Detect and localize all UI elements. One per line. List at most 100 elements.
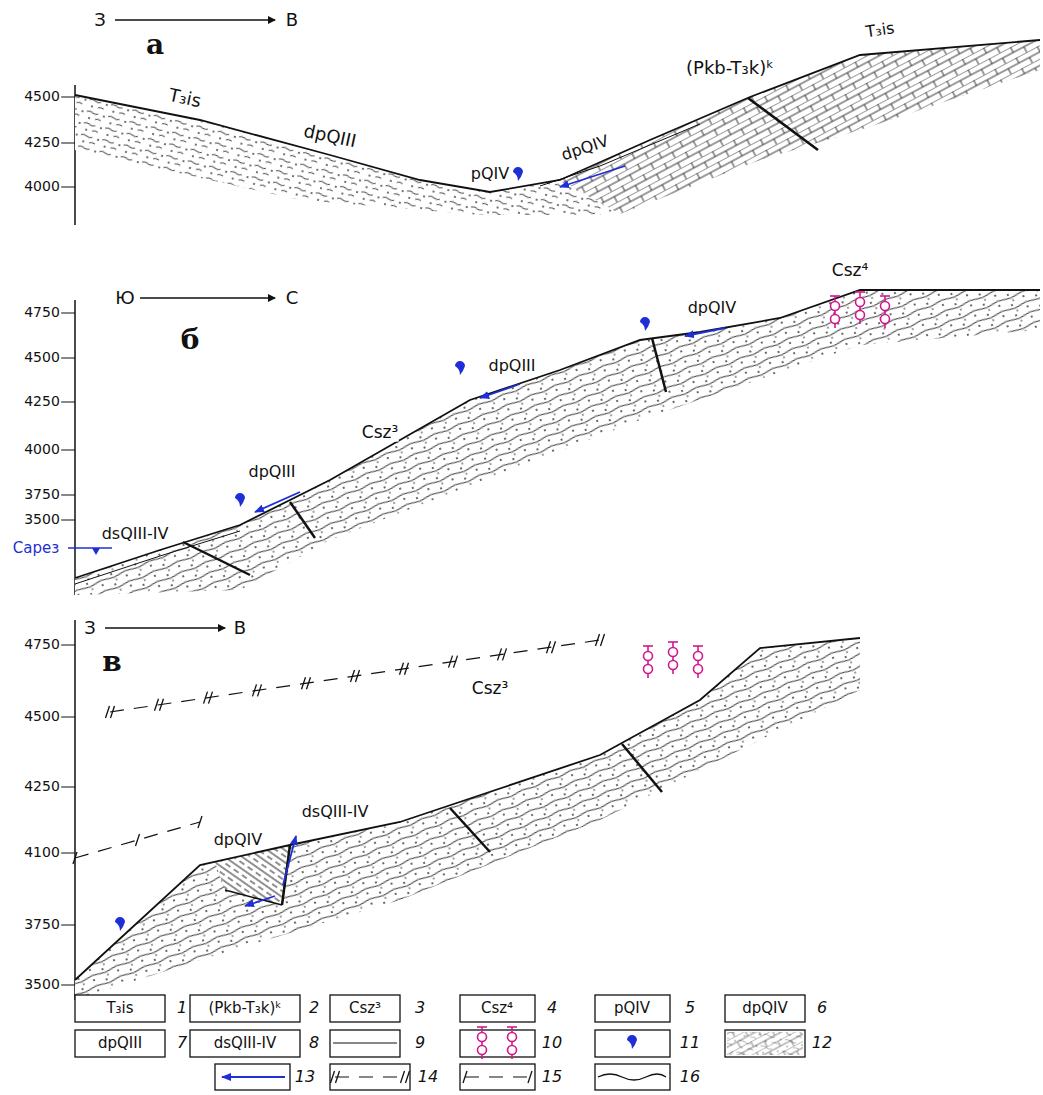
section-label: З	[93, 10, 107, 30]
boundary-tick	[454, 656, 458, 668]
legend-number: 6	[816, 999, 828, 1017]
section-b	[60, 290, 1040, 595]
boundary-tick	[111, 706, 115, 718]
flow-arrow	[480, 384, 520, 398]
section-label: 4250	[23, 135, 61, 150]
mineral-symbol	[644, 665, 653, 674]
section-label: dpQIII	[487, 357, 536, 375]
boundary-tick	[209, 692, 213, 704]
section-label: 3750	[23, 487, 61, 502]
boundary-tick	[405, 663, 409, 675]
flow-arrow	[245, 896, 275, 906]
boundary-tick	[302, 677, 306, 689]
boundary-tick	[596, 634, 600, 646]
boundary-tick	[307, 677, 311, 689]
section-a	[60, 20, 1040, 225]
mineral-symbol	[856, 311, 865, 320]
mineral-symbol	[830, 295, 840, 297]
boundary-tick	[351, 670, 355, 682]
section-label: (Pkb-T₃k)ᵏ	[685, 58, 775, 78]
mineral-symbol	[669, 648, 678, 657]
section-label: 4750	[23, 305, 61, 320]
mineral-symbol	[831, 315, 840, 324]
flow-arrow	[685, 328, 725, 336]
boundary-tick	[547, 641, 551, 653]
boundary-tick	[601, 634, 605, 646]
legend-number: 7	[176, 1034, 188, 1052]
section-label: Csz³	[471, 679, 509, 698]
section-label: 4500	[23, 89, 61, 104]
legend-number: 11	[679, 1034, 701, 1052]
flow-arrow	[560, 166, 625, 187]
boundary-tick	[449, 656, 453, 668]
mineral-symbol	[694, 652, 703, 661]
mineral-symbol	[644, 652, 653, 661]
legend-number: 14	[417, 1068, 439, 1086]
section-label: dsQIII-IV	[101, 525, 170, 543]
boundary-line	[75, 822, 200, 858]
legend-number: 12	[811, 1034, 833, 1052]
spring-symbol	[455, 361, 465, 375]
boundary-tick	[155, 699, 159, 711]
spring-symbol	[513, 167, 523, 181]
section-label: 3500	[23, 977, 61, 992]
flow-arrow	[222, 1076, 285, 1078]
spring-symbol	[640, 317, 650, 331]
legend-sample-label: Csz⁴	[480, 1000, 514, 1017]
section-label: б	[180, 325, 201, 356]
mineral-symbol	[508, 1033, 517, 1042]
legend-number: 13	[294, 1068, 316, 1086]
legend-sample-label: (Pkb-T₃k)ᵏ	[207, 1000, 282, 1017]
mineral-symbol	[508, 1046, 517, 1055]
mineral-symbol	[477, 1026, 487, 1028]
section-label: В	[233, 618, 247, 638]
boundary-tick	[136, 834, 140, 846]
spring-symbol	[627, 1035, 637, 1049]
legend-number: 8	[308, 1034, 320, 1052]
section-label: Csz⁴	[831, 261, 869, 280]
boundary-tick	[160, 699, 164, 711]
legend-number: 3	[414, 999, 426, 1017]
mineral-symbol	[668, 641, 678, 643]
legend-number: 4	[546, 999, 558, 1017]
section-label: 3500	[23, 512, 61, 527]
legend-sample-label: dpQIV	[741, 1000, 789, 1017]
section-label: Ю	[114, 288, 135, 308]
legend-number: 15	[541, 1068, 563, 1086]
legend-sample-label: dsQIII-IV	[213, 1035, 278, 1052]
section-label: В	[285, 10, 299, 30]
boundary-tick	[400, 663, 404, 675]
boundary-tick	[401, 1071, 405, 1083]
boundary-tick	[258, 684, 262, 696]
mineral-symbol	[880, 295, 890, 297]
section-label: dpQIV	[687, 299, 738, 317]
legend-number: 10	[541, 1034, 563, 1052]
section-label: в	[101, 647, 122, 678]
section-label: З	[83, 618, 97, 638]
section-label: dsQIII-IV	[301, 803, 370, 821]
boundary-tick	[204, 692, 208, 704]
legend-number: 2	[308, 999, 320, 1017]
mineral-symbol	[643, 645, 653, 647]
section-label: 4000	[23, 442, 61, 457]
mineral-symbol	[856, 298, 865, 307]
section-label: 4750	[23, 637, 61, 652]
spring-symbol	[235, 493, 245, 507]
boundary-tick	[356, 670, 360, 682]
boundary-tick	[498, 648, 502, 660]
legend-number: 1	[176, 999, 188, 1017]
boundary-tick	[198, 816, 202, 828]
section-label: dpQIV	[213, 831, 264, 849]
symbols	[73, 166, 890, 1083]
section-label: dpQIII	[247, 463, 296, 481]
legend-boxes	[75, 995, 805, 1090]
flow-arrow	[283, 836, 296, 885]
legend-sample-label: Csz³	[348, 1000, 382, 1017]
section-label: T₃is	[166, 85, 204, 112]
boundary-line	[110, 640, 600, 712]
section-label: 4250	[23, 779, 61, 794]
section-label: С	[285, 288, 300, 308]
legend-sample-label: T₃is	[105, 1000, 134, 1017]
spring-symbol	[115, 917, 125, 931]
